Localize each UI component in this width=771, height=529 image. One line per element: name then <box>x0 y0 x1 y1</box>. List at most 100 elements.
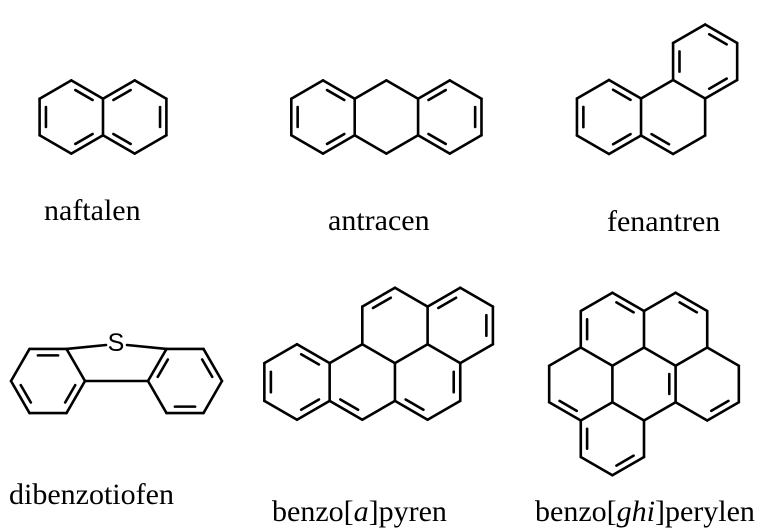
bond <box>705 346 741 368</box>
bond <box>607 134 643 156</box>
bond <box>70 134 105 155</box>
bond <box>547 400 583 422</box>
label-part: ]pyren <box>368 495 447 528</box>
bond <box>678 301 699 314</box>
bond <box>558 399 579 413</box>
bond <box>607 78 643 100</box>
bond <box>458 342 495 365</box>
bond <box>325 132 346 146</box>
naphthalene-structure <box>38 79 168 155</box>
bond <box>295 342 331 365</box>
bond <box>674 291 709 313</box>
bond <box>393 399 429 422</box>
bond <box>295 399 331 422</box>
label-benzo-a-pyren: benzo[a]pyren <box>272 497 447 527</box>
bond <box>642 346 677 368</box>
label-locant: ghi <box>616 495 655 528</box>
bond <box>615 301 635 314</box>
bond <box>328 399 364 422</box>
bond <box>202 379 224 415</box>
bond <box>642 291 677 313</box>
bond <box>611 132 632 146</box>
bond <box>9 379 31 415</box>
bond <box>639 134 675 156</box>
bond <box>393 286 429 308</box>
bond <box>437 296 458 310</box>
bond <box>360 399 397 422</box>
bond <box>38 79 73 100</box>
label-part: ]perylen <box>654 495 755 528</box>
bond <box>125 343 168 351</box>
bond <box>547 346 583 368</box>
bond <box>705 400 741 422</box>
bond <box>642 400 677 422</box>
bond <box>74 132 94 146</box>
label-dibenzotiofen: dibenzotiofen <box>9 478 174 511</box>
bond <box>101 79 136 100</box>
bond <box>146 347 168 383</box>
benzo-ghi-perylene-structure <box>547 291 741 477</box>
bond <box>101 134 136 155</box>
bond <box>371 296 393 310</box>
bond <box>427 132 448 146</box>
bond <box>325 88 346 102</box>
bond <box>639 78 675 100</box>
bond <box>671 23 707 45</box>
bond <box>360 342 397 365</box>
bond <box>339 398 360 412</box>
bond <box>385 134 420 155</box>
bond <box>611 291 646 313</box>
bond <box>703 78 739 100</box>
sulfur-atom-label: S <box>108 329 125 357</box>
bond <box>321 134 356 155</box>
bond <box>38 134 73 155</box>
dibenzothiophene-structure: S <box>9 329 224 415</box>
bond <box>65 379 87 415</box>
bond <box>19 383 33 404</box>
bond <box>393 342 429 365</box>
bond <box>70 79 105 100</box>
bond <box>263 342 299 365</box>
bond <box>575 134 611 156</box>
bond <box>611 455 646 477</box>
label-locant: a <box>353 495 369 528</box>
bond <box>703 23 739 45</box>
bond <box>579 455 614 477</box>
bond <box>579 400 614 422</box>
bond <box>200 358 214 379</box>
bond <box>65 343 108 351</box>
bond <box>709 399 730 413</box>
phenanthrene-structure <box>575 23 739 156</box>
bond <box>146 379 168 415</box>
bond <box>353 79 388 100</box>
bond <box>426 286 462 308</box>
bond <box>611 400 646 422</box>
bond <box>611 88 632 102</box>
bond <box>458 286 495 308</box>
bond <box>290 79 325 100</box>
label-antracen: antracen <box>328 204 430 237</box>
bond <box>416 79 452 100</box>
bond <box>575 78 611 100</box>
bond <box>321 79 356 100</box>
label-part: benzo[ <box>272 495 354 528</box>
bond <box>360 286 397 308</box>
bond <box>427 88 448 102</box>
bond <box>133 79 168 100</box>
label-fenantren: fenantren <box>607 205 721 238</box>
bond <box>671 78 707 100</box>
bond <box>579 346 614 368</box>
bond <box>426 342 462 365</box>
bond <box>674 346 709 368</box>
bond <box>65 347 87 383</box>
bond <box>290 134 325 155</box>
bond <box>385 79 420 100</box>
bond <box>650 132 671 146</box>
bond <box>328 342 364 365</box>
anthracene-structure <box>290 79 483 155</box>
bond <box>448 79 483 100</box>
bond <box>112 88 132 102</box>
bond <box>299 352 321 366</box>
bond <box>353 134 388 155</box>
